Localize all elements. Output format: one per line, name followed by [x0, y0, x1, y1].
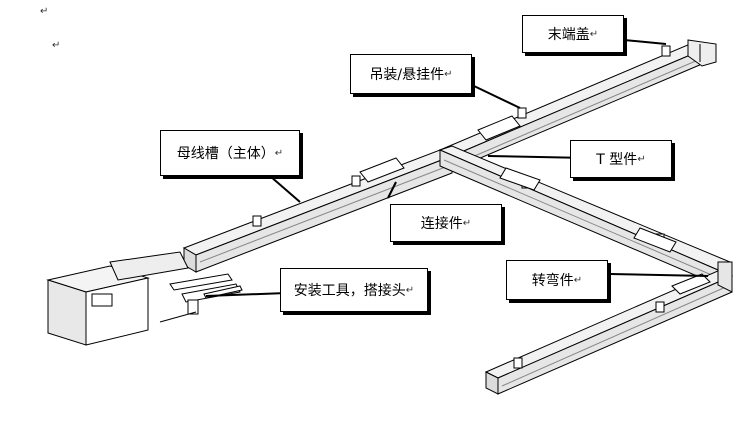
callout-connector-text: 连接件	[420, 216, 463, 232]
return-mark: ↵	[462, 217, 472, 229]
return-mark: ↵	[444, 68, 453, 80]
callout-tee-text: T 型件	[596, 152, 638, 168]
cable-box	[46, 251, 189, 346]
callout-tee: T 型件↵	[570, 140, 672, 178]
return-mark: ↵	[637, 153, 646, 165]
callout-hanger-text: 吊装/悬挂件	[369, 67, 445, 83]
callout-busway-body: 母线槽（主体）↵	[160, 130, 300, 176]
callout-end-cap-text: 末端盖	[547, 27, 590, 43]
return-mark: ↵	[573, 274, 583, 286]
callout-busway-body-text: 母线槽（主体）	[176, 146, 275, 162]
return-mark: ↵	[274, 147, 284, 159]
callout-tool-text: 安装工具，搭接头	[293, 283, 406, 299]
return-mark-2: ↵	[52, 40, 61, 51]
callout-tool: 安装工具，搭接头↵	[280, 268, 428, 312]
callout-hanger: 吊装/悬挂件↵	[350, 54, 472, 94]
installation-tools	[159, 273, 243, 323]
return-mark: ↵	[405, 284, 415, 296]
callout-elbow-text: 转弯件	[531, 273, 574, 289]
callout-end-cap: 末端盖↵	[522, 15, 624, 53]
callout-connector: 连接件↵	[390, 204, 502, 242]
busway-lower-run	[484, 261, 734, 395]
return-mark-1: ↵	[40, 6, 49, 17]
connector-plates	[359, 115, 711, 295]
callout-elbow: 转弯件↵	[506, 260, 608, 300]
return-mark: ↵	[589, 28, 599, 40]
end-cap-part	[687, 39, 717, 67]
